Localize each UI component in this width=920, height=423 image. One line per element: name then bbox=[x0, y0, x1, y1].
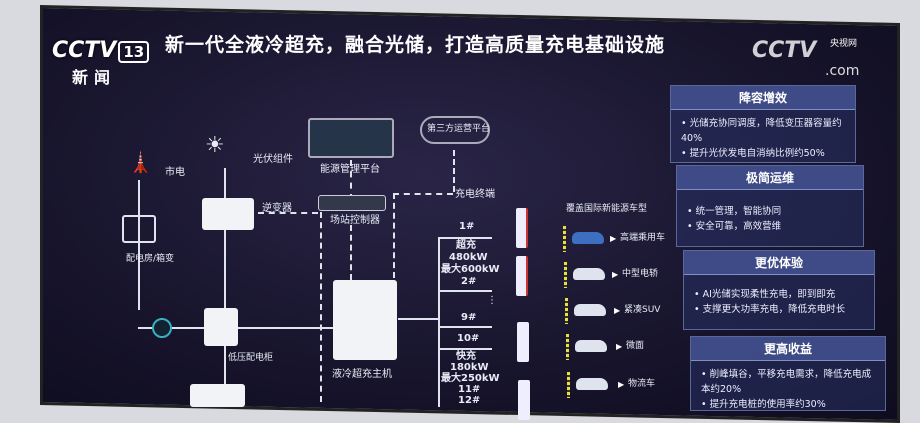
fast-label: 快充 bbox=[456, 351, 476, 362]
ems-screen bbox=[308, 118, 394, 158]
storage-cabinet bbox=[190, 384, 245, 407]
controller-link bbox=[320, 212, 322, 402]
panel-experience: 更优体验 AI光储实现柔性充电，即到即充支撑更大功率充电，降低充电时长 bbox=[683, 250, 875, 330]
page-title: 新一代全液冷超充，融合光储，打造高质量充电基础设施 bbox=[165, 34, 666, 56]
panel-item: 提升充电桩的使用率约30% bbox=[701, 397, 875, 410]
suv-icon bbox=[574, 304, 606, 316]
panel-title: 更高收益 bbox=[691, 337, 885, 361]
panel-ops: 极简运维 统一管理，智能协同安全可靠，高效营维 bbox=[676, 165, 864, 247]
inverter-label: 逆变器 bbox=[262, 203, 292, 214]
lv-cabinet-label: 低压配电柜 bbox=[228, 353, 274, 363]
controller-box bbox=[318, 195, 386, 211]
car-icon bbox=[573, 268, 605, 280]
channel-number: 13 bbox=[118, 41, 150, 63]
host-link bbox=[350, 225, 352, 280]
fast-power: 180kW bbox=[450, 362, 489, 373]
vehicles-header: 覆盖国际新能源车型 bbox=[566, 204, 648, 214]
van-icon bbox=[575, 340, 607, 352]
super-label: 超充 bbox=[456, 240, 476, 251]
vehicle-label: 紧凑SUV bbox=[624, 305, 661, 315]
charger-post bbox=[516, 256, 528, 296]
vehicle-label: 高端乘用车 bbox=[620, 233, 666, 243]
charger-11: 11# bbox=[458, 384, 481, 395]
vehicle-label: 物流车 bbox=[628, 379, 656, 389]
panel-item: 支撑更大功率充电，降低充电时长 bbox=[694, 302, 864, 317]
cloud-link bbox=[453, 150, 455, 192]
tower-icon: 🗼 bbox=[128, 150, 153, 174]
divider bbox=[438, 348, 492, 350]
program-name: 新闻 bbox=[72, 68, 117, 87]
inverter-link bbox=[258, 212, 318, 214]
distribution-label: 配电房/箱变 bbox=[126, 254, 175, 264]
vehicle-label: 中型电轿 bbox=[622, 269, 659, 279]
storage-line bbox=[224, 345, 226, 405]
panel-item: 安全可靠，高效营维 bbox=[687, 219, 853, 234]
car-icon bbox=[572, 232, 604, 244]
solar-panel-icon: ☀ bbox=[205, 133, 225, 158]
divider bbox=[438, 290, 492, 292]
host-cabinet bbox=[333, 280, 397, 360]
charger-2: 2# bbox=[461, 276, 477, 287]
divider bbox=[438, 237, 440, 407]
panel-item: 提升光伏发电自消纳比例约50% bbox=[681, 146, 845, 161]
grid-line bbox=[138, 180, 140, 310]
logo-text: CCTV bbox=[52, 38, 117, 63]
third-party-label: 第三方运营平台 bbox=[427, 124, 491, 134]
transformer-icon bbox=[122, 215, 156, 243]
charger-1: 1# bbox=[459, 221, 475, 232]
panel-title: 降容增效 bbox=[671, 86, 855, 110]
charger-9: 9# bbox=[461, 312, 477, 323]
inverter-box bbox=[202, 198, 254, 230]
terminal-link bbox=[393, 193, 395, 278]
host-bus bbox=[398, 318, 438, 320]
bus-line bbox=[235, 327, 335, 329]
panel-item: 统一管理，智能协同 bbox=[687, 204, 853, 219]
fast-max: 最大250kW bbox=[441, 373, 500, 384]
charger-post bbox=[516, 208, 528, 248]
ems-label: 能源管理平台 bbox=[320, 164, 380, 175]
ellipsis: ⋮ bbox=[487, 295, 497, 306]
super-power: 480kW bbox=[449, 252, 488, 263]
charger-post bbox=[517, 322, 529, 362]
cctv-watermark: CCTV bbox=[752, 38, 817, 63]
host-label: 液冷超充主机 bbox=[332, 369, 392, 380]
charger-post bbox=[518, 380, 530, 420]
terminal-link bbox=[393, 193, 453, 195]
divider bbox=[438, 237, 492, 239]
meter-icon bbox=[152, 318, 172, 338]
panel-item: 光储充协同调度，降低变压器容量约40% bbox=[681, 116, 845, 146]
watermark-domain: .com bbox=[825, 63, 860, 79]
panel-item: AI光储实现柔性充电，即到即充 bbox=[694, 287, 864, 302]
grid-label: 市电 bbox=[165, 167, 185, 178]
panel-revenue: 更高收益 削峰填谷，平移充电需求，降低充电成本约20%提升充电桩的使用率约30% bbox=[690, 336, 886, 411]
lv-cabinet-box bbox=[204, 308, 238, 346]
truck-icon bbox=[576, 378, 608, 390]
controller-label: 场站控制器 bbox=[330, 215, 380, 226]
terminals-label: 充电终端 bbox=[455, 189, 495, 200]
panel-item: 削峰填谷，平移充电需求，降低充电成本约20% bbox=[701, 367, 875, 397]
pv-line bbox=[224, 168, 226, 318]
cloud-icon bbox=[420, 116, 490, 144]
pv-label: 光伏组件 bbox=[253, 154, 293, 165]
charger-12: 12# bbox=[458, 395, 481, 406]
grid-line bbox=[138, 327, 208, 329]
panel-title: 极简运维 bbox=[677, 166, 863, 190]
vehicle-label: 微面 bbox=[626, 341, 645, 351]
panel-title: 更优体验 bbox=[684, 251, 874, 275]
panel-capacity: 降容增效 光储充协同调度，降低变压器容量约40%提升光伏发电自消纳比例约50% bbox=[670, 85, 856, 163]
watermark-sub: 央视网 bbox=[830, 39, 858, 49]
ems-link bbox=[350, 160, 352, 200]
charger-10: 10# bbox=[457, 333, 480, 344]
divider bbox=[438, 326, 492, 328]
super-max: 最大600kW bbox=[441, 264, 500, 275]
